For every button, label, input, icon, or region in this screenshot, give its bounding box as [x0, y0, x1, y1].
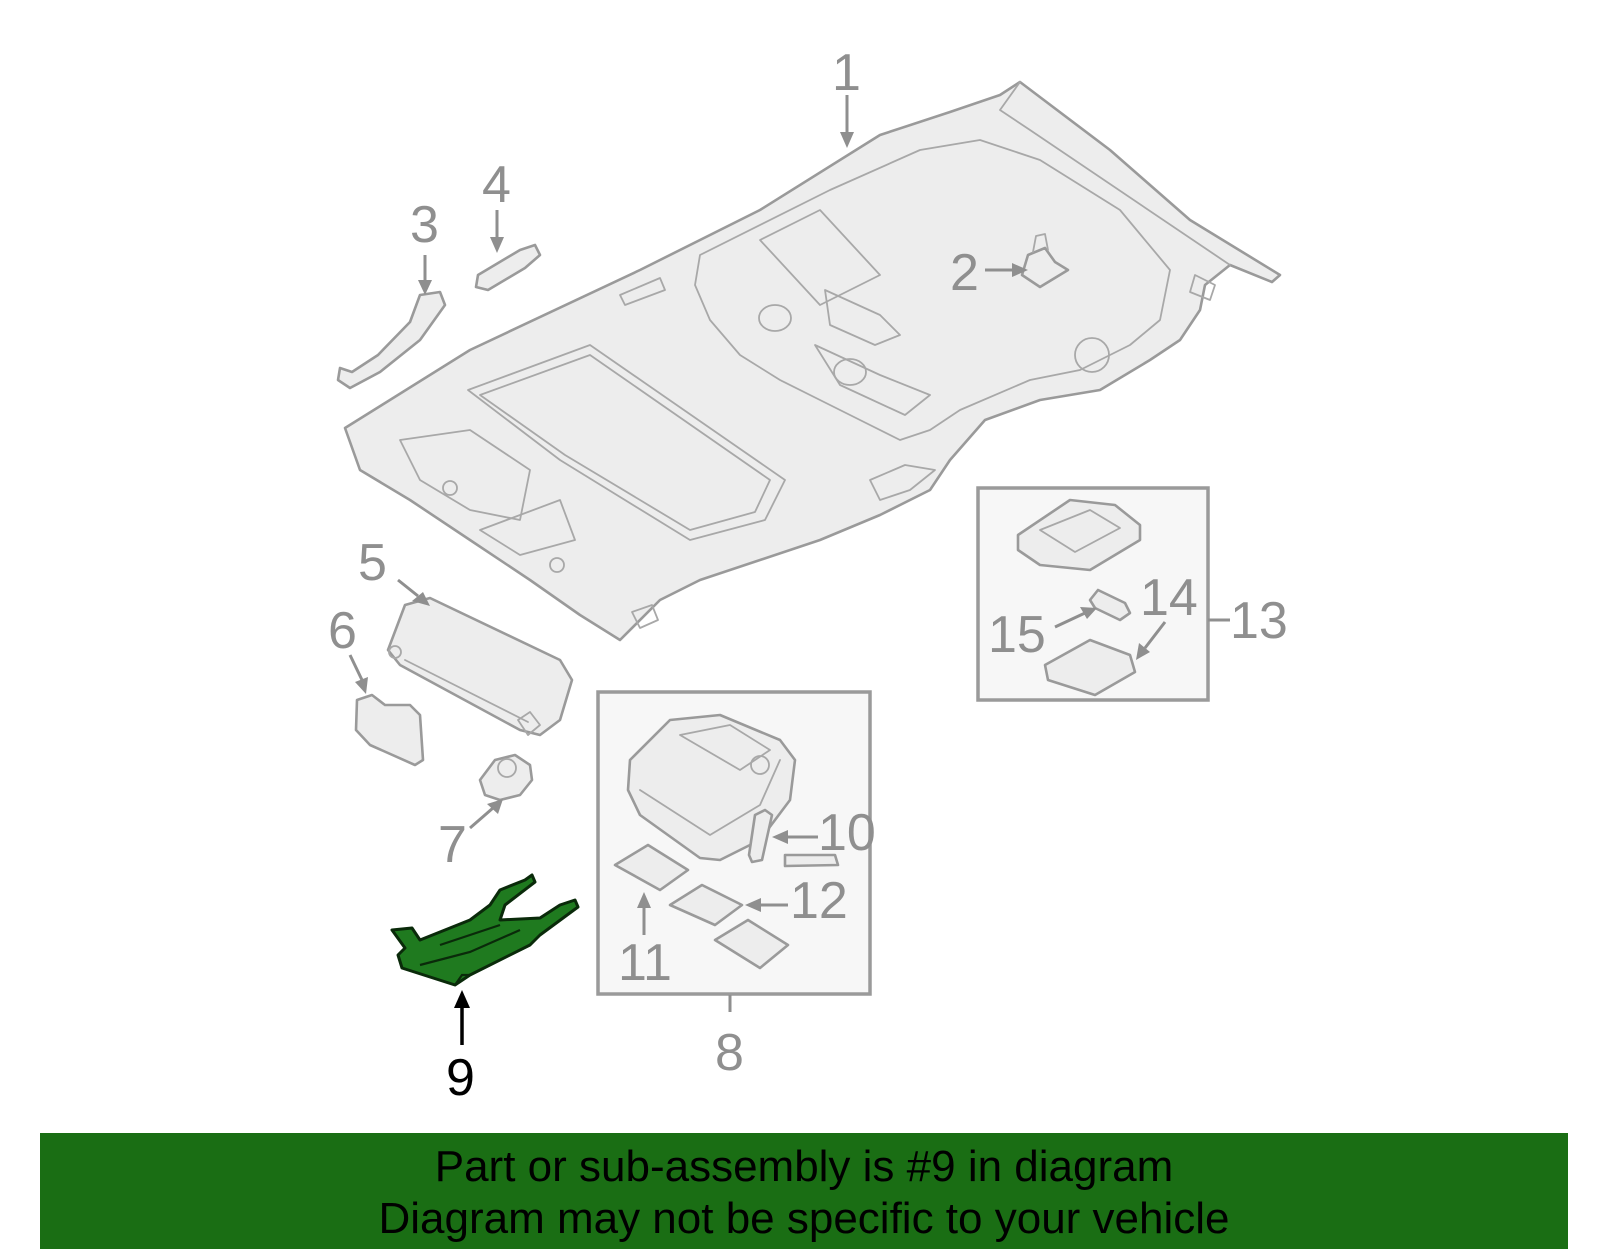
- highlighted-part-9[interactable]: [390, 873, 580, 987]
- banner-line-2: Diagram may not be specific to your vehi…: [378, 1194, 1230, 1243]
- callout-5: 5: [358, 534, 387, 592]
- bulb-10-part[interactable]: [747, 808, 840, 868]
- callout-15: 15: [988, 606, 1046, 664]
- map-lamp-part[interactable]: [1016, 498, 1142, 572]
- callout-13: 13: [1230, 592, 1288, 650]
- callout-7: 7: [438, 816, 467, 874]
- callout-6: 6: [328, 602, 357, 660]
- parts-diagram: 1 2 3 4 5 6 7 8 9 10 11 12 13 14 15: [328, 44, 1288, 1100]
- banner-line-1: Part or sub-assembly is #9 in diagram: [434, 1142, 1174, 1191]
- grab-handle-part[interactable]: [336, 290, 447, 390]
- callout-labels: 1 2 3 4 5 6 7 8 9 10 11 12 13 14 15: [328, 44, 1288, 1100]
- headliner-part[interactable]: [343, 80, 1282, 642]
- callout-8: 8: [715, 1024, 744, 1082]
- clip-part[interactable]: [1020, 233, 1070, 289]
- lens-12-part[interactable]: [668, 883, 790, 970]
- retainer-clip-part[interactable]: [478, 753, 534, 802]
- info-banner: Part or sub-assembly is #9 in diagram Di…: [40, 1133, 1568, 1249]
- callout-9: 9: [446, 1049, 475, 1100]
- visor-holder-part[interactable]: [354, 693, 425, 767]
- callout-1: 1: [832, 44, 861, 102]
- callout-4: 4: [482, 156, 511, 214]
- leader-lines: [348, 95, 1230, 1045]
- callout-12: 12: [790, 872, 848, 930]
- callout-14: 14: [1140, 569, 1198, 627]
- sun-visor-part[interactable]: [386, 596, 574, 737]
- lens-14-part[interactable]: [1043, 638, 1137, 697]
- callout-10: 10: [818, 804, 876, 862]
- callout-2: 2: [950, 244, 979, 302]
- callout-3: 3: [410, 196, 439, 254]
- callout-11: 11: [618, 934, 672, 992]
- handle-cover-part[interactable]: [474, 243, 542, 292]
- lens-11-part[interactable]: [613, 843, 690, 892]
